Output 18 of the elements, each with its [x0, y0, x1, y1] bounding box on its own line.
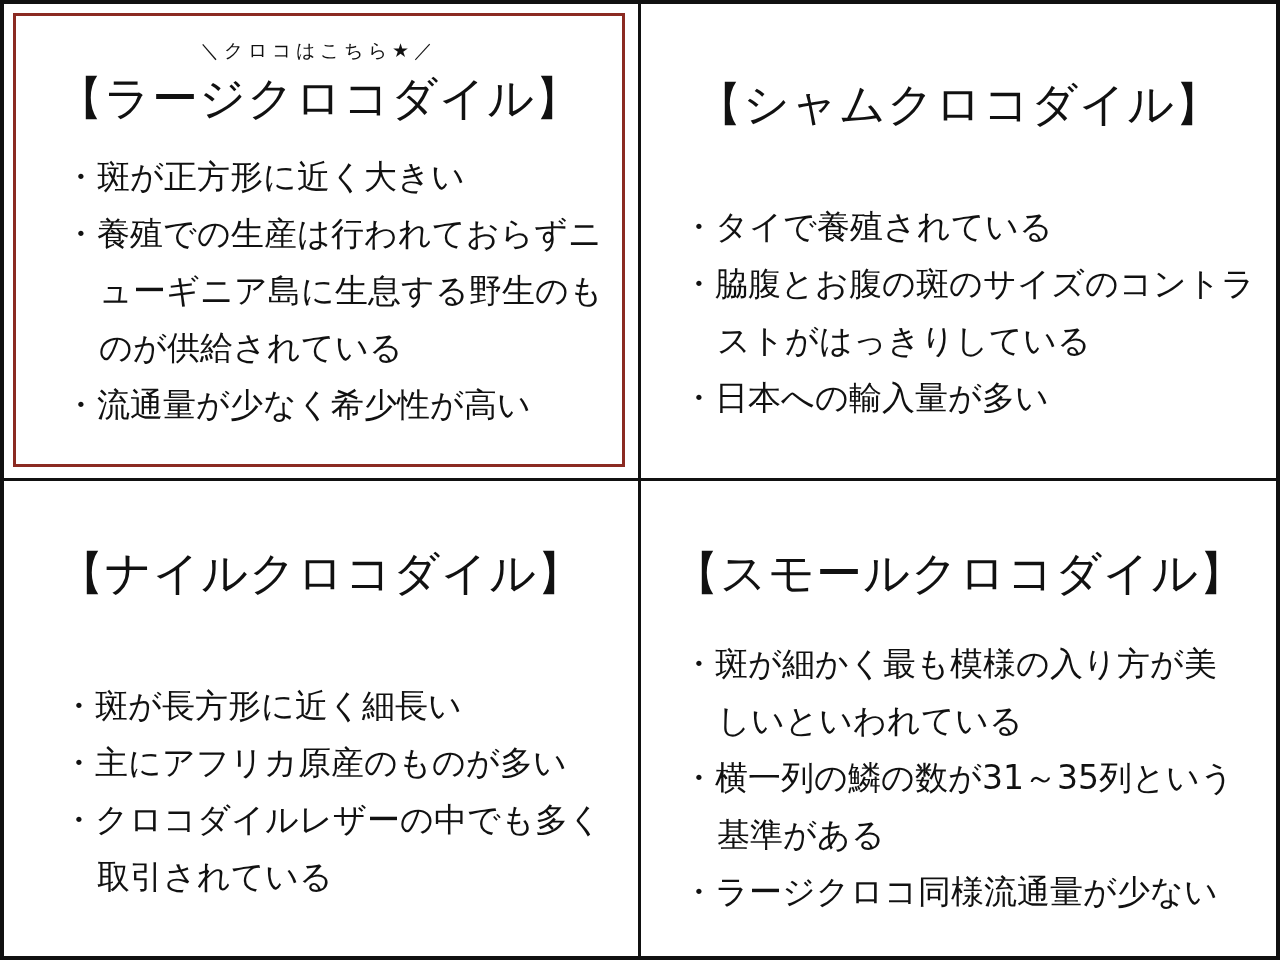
bullet-item: ・クロコダイルレザーの中でも多く取引されている: [62, 799, 603, 898]
bullet-item: ・タイで養殖されている: [682, 206, 1054, 248]
bullet-item: ・斑が正方形に近く大きい: [64, 156, 466, 198]
bullet-item: ・流通量が少なく希少性が高い: [64, 384, 532, 426]
cell-heading: 【ナイルクロコダイル】: [58, 545, 584, 602]
bullet-item: ・斑が長方形に近く細長い: [62, 685, 463, 727]
bullet-item: ・脇腹とお腹の斑のサイズのコントラストがはっきりしている: [682, 263, 1256, 362]
bullet-item: ・日本への輸入量が多い: [682, 377, 1050, 419]
cell-heading: 【スモールクロコダイル】: [672, 545, 1246, 602]
cell-heading: 【シャムクロコダイル】: [696, 76, 1222, 133]
cell-heading: 【ラージクロコダイル】: [56, 70, 582, 127]
bullet-item: ・ラージクロコ同様流通量が少ない: [682, 871, 1219, 913]
highlight-panel: [13, 13, 625, 467]
tagline: ＼クロコはこちら★／: [199, 38, 438, 63]
bullet-item: ・主にアフリカ原産のものが多い: [62, 742, 568, 784]
bullet-item: ・養殖での生産は行われておらずニューギニア島に生息する野生のものが供給されている: [64, 213, 604, 369]
bullet-item: ・横一列の鱗の数が31～35列という基準がある: [682, 757, 1235, 856]
bullet-item: ・斑が細かく最も模様の入り方が美しいといわれている: [682, 643, 1218, 742]
